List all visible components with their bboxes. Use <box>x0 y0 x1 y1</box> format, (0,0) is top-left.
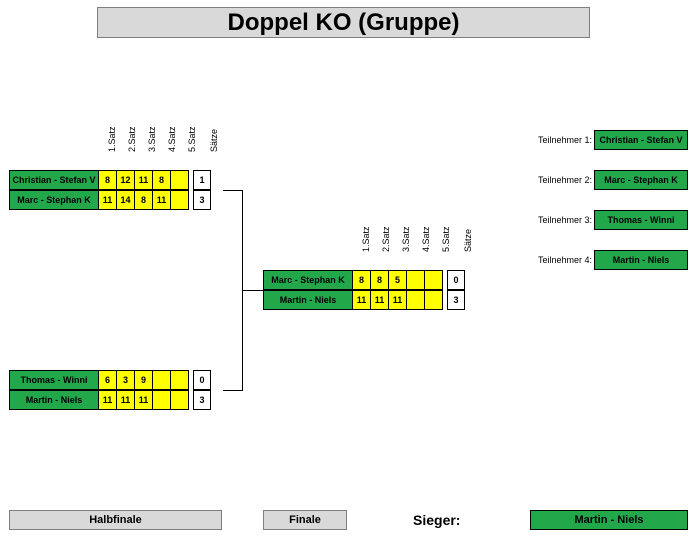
sets-won[interactable]: 3 <box>193 190 211 210</box>
participant-label: Teilnehmer 2: <box>537 175 592 185</box>
header-set-5: 5.Satz <box>441 226 451 252</box>
set-score[interactable]: 3 <box>117 370 135 390</box>
participant-row: Teilnehmer 4: Martin - Niels <box>530 250 688 270</box>
set-score[interactable]: 11 <box>153 190 171 210</box>
participant-label: Teilnehmer 4: <box>537 255 592 265</box>
set-score[interactable]: 11 <box>99 190 117 210</box>
participant-row: Teilnehmer 1: Christian - Stefan V <box>530 130 688 150</box>
set-score[interactable]: 12 <box>117 170 135 190</box>
winner-name[interactable]: Martin - Niels <box>530 510 688 530</box>
match-semifinal-2: Thomas - Winni 6 3 9 0 Martin - Niels 11… <box>9 370 224 412</box>
set-score[interactable]: 8 <box>135 190 153 210</box>
match-semifinal-1: 1.Satz 2.Satz 3.Satz 4.Satz 5.Satz Sätze… <box>9 126 224 212</box>
set-score[interactable] <box>171 170 189 190</box>
header-set-4: 4.Satz <box>167 126 177 152</box>
set-score[interactable] <box>153 390 171 410</box>
header-set-4: 4.Satz <box>421 226 431 252</box>
set-score[interactable]: 11 <box>353 290 371 310</box>
set-score[interactable]: 11 <box>135 390 153 410</box>
bracket-line <box>223 190 243 191</box>
team-row: Marc - Stephan K 8 8 5 0 <box>263 270 465 290</box>
team-row: Thomas - Winni 6 3 9 0 <box>9 370 211 390</box>
set-score[interactable] <box>407 270 425 290</box>
set-headers: 1.Satz 2.Satz 3.Satz 4.Satz 5.Satz Sätze <box>353 226 485 270</box>
team-name[interactable]: Christian - Stefan V <box>9 170 99 190</box>
header-set-3: 3.Satz <box>401 226 411 252</box>
participant-name[interactable]: Christian - Stefan V <box>594 130 688 150</box>
set-score[interactable]: 8 <box>153 170 171 190</box>
set-score[interactable]: 8 <box>99 170 117 190</box>
sets-won[interactable]: 1 <box>193 170 211 190</box>
header-saetze: Sätze <box>463 228 473 252</box>
set-score[interactable]: 11 <box>389 290 407 310</box>
set-score[interactable] <box>425 270 443 290</box>
sets-won[interactable]: 3 <box>447 290 465 310</box>
participant-name[interactable]: Thomas - Winni <box>594 210 688 230</box>
finale-label: Finale <box>263 510 347 530</box>
set-score[interactable] <box>171 190 189 210</box>
header-set-5: 5.Satz <box>187 126 197 152</box>
header-saetze: Sätze <box>209 128 219 152</box>
set-score[interactable]: 11 <box>371 290 389 310</box>
header-set-3: 3.Satz <box>147 126 157 152</box>
participant-name[interactable]: Marc - Stephan K <box>594 170 688 190</box>
set-score[interactable]: 11 <box>135 170 153 190</box>
set-score[interactable] <box>425 290 443 310</box>
match-final: 1.Satz 2.Satz 3.Satz 4.Satz 5.Satz Sätze… <box>263 226 478 312</box>
team-name[interactable]: Martin - Niels <box>9 390 99 410</box>
participant-label: Teilnehmer 3: <box>537 215 592 225</box>
set-score[interactable]: 11 <box>117 390 135 410</box>
participant-label: Teilnehmer 1: <box>537 135 592 145</box>
set-score[interactable]: 8 <box>353 270 371 290</box>
header-set-2: 2.Satz <box>127 126 137 152</box>
participant-row: Teilnehmer 2: Marc - Stephan K <box>530 170 688 190</box>
set-score[interactable]: 5 <box>389 270 407 290</box>
bracket-line <box>242 290 263 291</box>
header-set-2: 2.Satz <box>381 226 391 252</box>
team-row: Martin - Niels 11 11 11 3 <box>9 390 211 410</box>
winner-label: Sieger: <box>413 512 461 528</box>
set-score[interactable]: 14 <box>117 190 135 210</box>
bracket-line <box>223 390 243 391</box>
set-score[interactable] <box>171 390 189 410</box>
set-headers: 1.Satz 2.Satz 3.Satz 4.Satz 5.Satz Sätze <box>99 126 231 170</box>
set-score[interactable] <box>153 370 171 390</box>
team-name[interactable]: Martin - Niels <box>263 290 353 310</box>
header-set-1: 1.Satz <box>361 226 371 252</box>
set-score[interactable]: 6 <box>99 370 117 390</box>
set-score[interactable] <box>171 370 189 390</box>
sets-won[interactable]: 0 <box>193 370 211 390</box>
team-row: Martin - Niels 11 11 11 3 <box>263 290 465 310</box>
team-row: Marc - Stephan K 11 14 8 11 3 <box>9 190 211 210</box>
participant-name[interactable]: Martin - Niels <box>594 250 688 270</box>
participant-row: Teilnehmer 3: Thomas - Winni <box>530 210 688 230</box>
halbfinale-label: Halbfinale <box>9 510 222 530</box>
set-score[interactable] <box>407 290 425 310</box>
set-score[interactable]: 11 <box>99 390 117 410</box>
page-title: Doppel KO (Gruppe) <box>97 7 590 38</box>
team-name[interactable]: Marc - Stephan K <box>9 190 99 210</box>
set-score[interactable]: 9 <box>135 370 153 390</box>
set-score[interactable]: 8 <box>371 270 389 290</box>
team-row: Christian - Stefan V 8 12 11 8 1 <box>9 170 211 190</box>
header-set-1: 1.Satz <box>107 126 117 152</box>
team-name[interactable]: Marc - Stephan K <box>263 270 353 290</box>
team-name[interactable]: Thomas - Winni <box>9 370 99 390</box>
sets-won[interactable]: 0 <box>447 270 465 290</box>
sets-won[interactable]: 3 <box>193 390 211 410</box>
